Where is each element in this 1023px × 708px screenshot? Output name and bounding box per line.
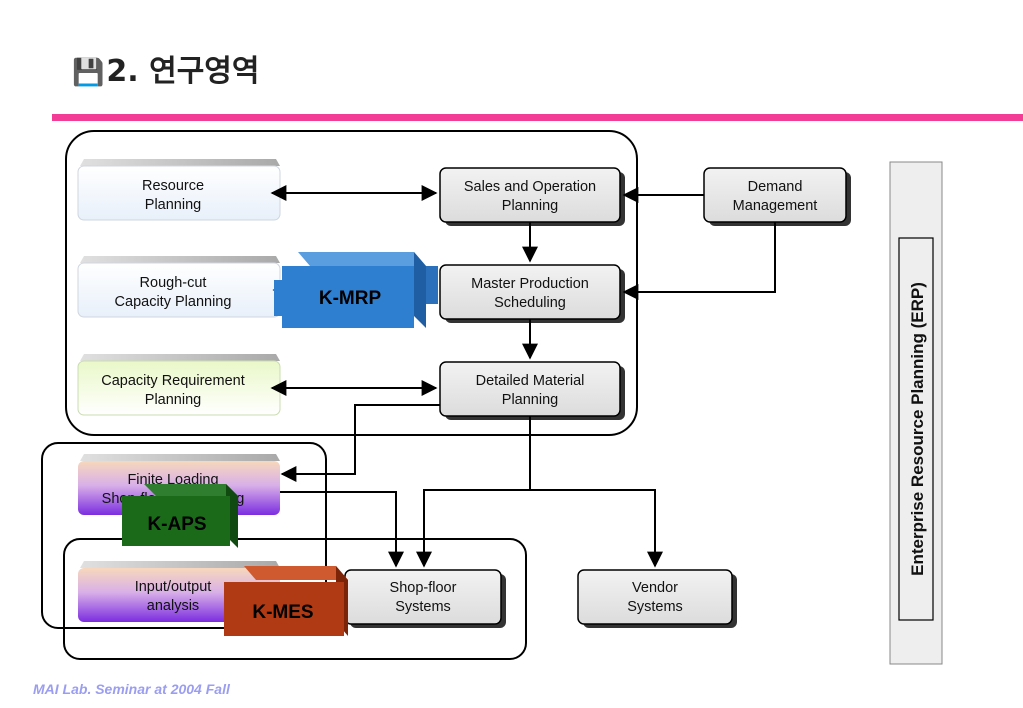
- arrow-detailed-finite: [280, 404, 440, 482]
- k-aps-label: K-APS: [147, 514, 206, 535]
- sales-operation-label-2: Planning: [502, 198, 558, 214]
- vendor-label-1: Vendor: [632, 580, 678, 596]
- shop-floor-label-1: Shop-floor: [390, 580, 457, 596]
- floppy-disk-icon: 💾: [72, 58, 105, 88]
- k-mes-label: K-MES: [252, 602, 313, 623]
- connectors: [270, 185, 776, 568]
- capacity-requirement-box: Capacity Requirement Planning: [77, 354, 281, 416]
- page-title-text: 2. 연구영역: [106, 54, 260, 89]
- aps-group-outline: [41, 442, 327, 629]
- arrow-demand-master: [622, 222, 776, 300]
- master-production-label-1: Master Production: [471, 276, 589, 292]
- k-mrp-label: K-MRP: [319, 288, 382, 309]
- rough-cut-box: Rough-cut Capacity Planning: [77, 256, 281, 318]
- master-production-label-2: Scheduling: [494, 295, 566, 311]
- sales-operation-box: Sales and Operation Planning: [439, 167, 625, 226]
- erp-banner: Enterprise Resource Planning (ERP): [889, 161, 943, 665]
- master-production-box: Master Production Scheduling: [439, 264, 625, 323]
- shop-floor-label-2: Systems: [395, 599, 451, 615]
- resource-planning-label-2: Planning: [145, 197, 201, 213]
- rough-cut-label-2: Capacity Planning: [115, 294, 232, 310]
- arrow-finite-shopfloor: [280, 491, 404, 568]
- erp-label: Enterprise Resource Planning (ERP): [908, 282, 927, 576]
- vendor-label-2: Systems: [627, 599, 683, 615]
- arrow-detailed-vendor: [530, 489, 663, 568]
- mes-group-outline: [63, 538, 527, 660]
- detailed-material-label-1: Detailed Material: [476, 373, 585, 389]
- input-output-label-1: Input/output: [135, 579, 212, 595]
- demand-management-box: Demand Management: [703, 167, 851, 226]
- capacity-requirement-label-2: Planning: [145, 392, 201, 408]
- arrow-detailed-shopfloor: [416, 416, 531, 568]
- resource-planning-label-1: Resource: [142, 178, 204, 194]
- detailed-material-label-2: Planning: [502, 392, 558, 408]
- planning-group-outline: [65, 130, 638, 436]
- rough-cut-label-1: Rough-cut: [140, 275, 207, 291]
- vendor-box: Vendor Systems: [577, 569, 737, 628]
- shop-floor-box: Shop-floor Systems: [344, 569, 506, 628]
- capacity-requirement-label-1: Capacity Requirement: [101, 373, 244, 389]
- input-output-label-2: analysis: [147, 598, 199, 614]
- detailed-material-box: Detailed Material Planning: [439, 361, 625, 420]
- k-mes-block: K-MES: [224, 566, 348, 636]
- page-title: 💾2. 연구영역: [72, 46, 260, 90]
- sales-operation-label-1: Sales and Operation: [464, 179, 596, 195]
- demand-management-label-2: Management: [733, 198, 818, 214]
- title-divider: [52, 114, 1023, 121]
- footer-text: MAI Lab. Seminar at 2004 Fall: [33, 681, 230, 697]
- resource-planning-box: Resource Planning: [77, 159, 281, 221]
- demand-management-label-1: Demand: [748, 179, 803, 195]
- k-mrp-block: K-MRP: [274, 252, 438, 328]
- k-aps-block: K-APS: [122, 484, 238, 548]
